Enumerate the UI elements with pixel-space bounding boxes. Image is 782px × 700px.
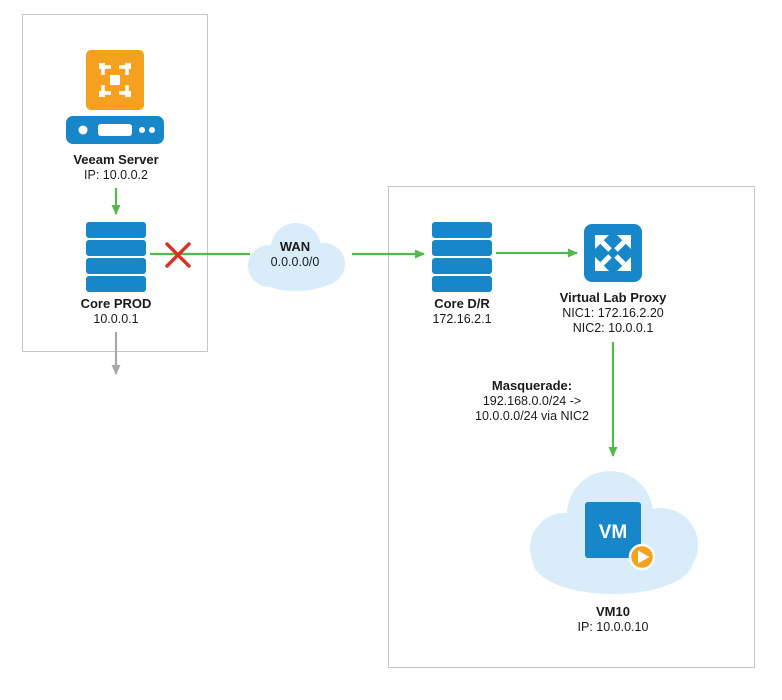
vm-icon-label: VM (599, 522, 628, 543)
veeam-server-ip: IP: 10.0.0.2 (84, 167, 148, 182)
wan-name: WAN (279, 239, 311, 254)
vm-name: VM10 (596, 604, 630, 619)
dr-site-box (388, 186, 755, 668)
core-dr-switch-icon (432, 222, 492, 292)
vm-ip: IP: 10.0.0.10 (577, 619, 649, 634)
core-prod-switch-icon (86, 222, 146, 292)
vm-label: VM10 IP: 10.0.0.10 (533, 604, 693, 635)
veeam-server-label: Veeam Server IP: 10.0.0.2 (40, 152, 192, 183)
core-prod-ip: 10.0.0.1 (93, 311, 139, 326)
core-prod-name: Core PROD (80, 296, 152, 311)
core-dr-label: Core D/R 172.16.2.1 (392, 296, 532, 327)
vm-icon: VM (585, 502, 656, 571)
wan-label: WAN 0.0.0.0/0 (247, 239, 343, 270)
wan-subnet: 0.0.0.0/0 (270, 254, 320, 269)
server-appliance-icon (66, 116, 164, 144)
virtual-lab-proxy-icon (584, 224, 642, 282)
masquerade-title: Masquerade: (491, 378, 573, 393)
wan-cloud-shape (248, 223, 345, 291)
virtual-lab-proxy-name: Virtual Lab Proxy (559, 290, 667, 305)
core-prod-label: Core PROD 10.0.0.1 (40, 296, 192, 327)
veeam-app-icon (86, 50, 144, 110)
virtual-lab-proxy-label: Virtual Lab Proxy NIC1: 172.16.2.20 NIC2… (523, 290, 703, 337)
masquerade-rule-line1: 192.168.0.0/24 -> (482, 393, 582, 408)
core-dr-name: Core D/R (434, 296, 490, 311)
masquerade-rule-line2: 10.0.0.0/24 via NIC2 (475, 409, 589, 423)
masquerade-label: Masquerade: 192.168.0.0/24 -> 10.0.0.0/2… (452, 378, 612, 425)
virtual-lab-proxy-nic1: NIC1: 172.16.2.20 (562, 305, 664, 320)
virtual-lab-proxy-nic2: NIC2: 10.0.0.1 (572, 321, 654, 335)
core-dr-ip: 172.16.2.1 (432, 311, 492, 326)
veeam-server-name: Veeam Server (73, 152, 159, 167)
